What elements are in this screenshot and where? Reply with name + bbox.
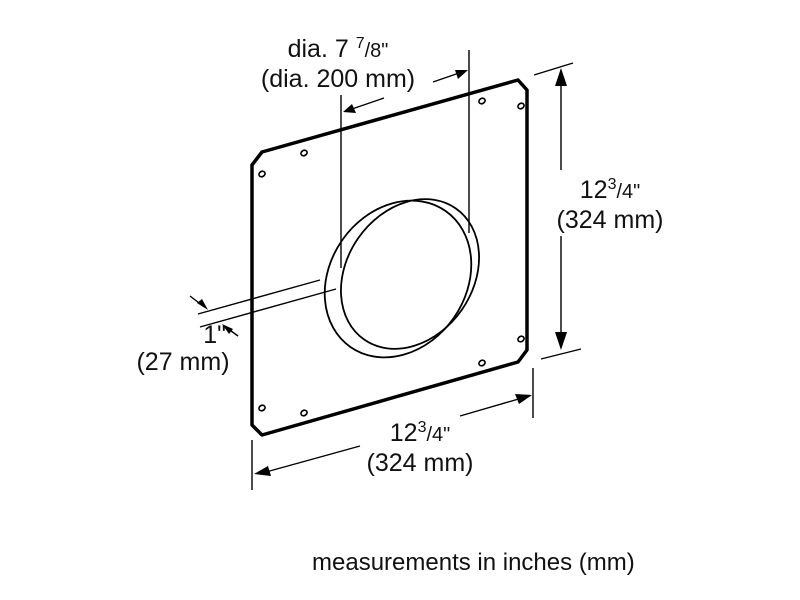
screw-holes — [258, 97, 525, 417]
height-imperial: 123/4" — [579, 176, 641, 204]
collar-diameter-metric: (dia. 200 mm) — [260, 65, 416, 93]
height-label: 123/4" (324 mm) — [540, 176, 680, 234]
width-dimension — [251, 368, 534, 490]
units-caption: measurements in inches (mm) — [312, 549, 635, 576]
width-metric: (324 mm) — [366, 449, 474, 477]
diameter-dimension — [340, 50, 470, 268]
width-label: 123/4" (324 mm) — [350, 419, 490, 477]
collar-depth-label: 1" (27 mm) — [118, 322, 248, 376]
duct-collar — [323, 198, 480, 359]
width-imperial: 123/4" — [389, 419, 451, 447]
height-metric: (324 mm) — [556, 206, 664, 234]
collar-depth-dimension — [189, 279, 337, 337]
collar-depth-metric: (27 mm) — [136, 348, 230, 376]
mounting-plate-outline — [250, 78, 529, 437]
collar-depth-imperial: 1" — [203, 321, 226, 349]
height-dimension — [533, 62, 582, 360]
collar-diameter-imperial: dia. 7 7/8" — [287, 35, 389, 63]
collar-diameter-label: dia. 7 7/8" (dia. 200 mm) — [238, 35, 438, 93]
